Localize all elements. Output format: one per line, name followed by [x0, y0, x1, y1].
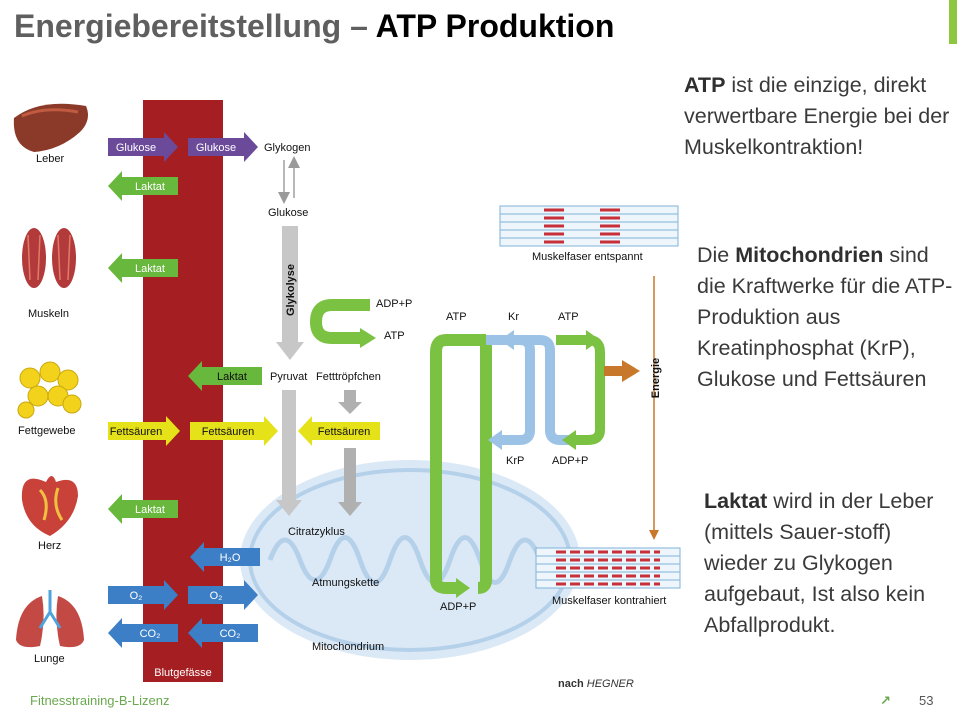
glukose-label: Glukose — [268, 207, 308, 219]
laktat-arrow-pyruvat: Laktat — [188, 361, 262, 391]
blood-vessel-column — [143, 100, 223, 682]
title-dash: – — [341, 8, 376, 44]
glykogen-glukose-arrows — [278, 156, 300, 204]
footer-course-label: Fitnesstraining-B-Lizenz — [30, 693, 170, 708]
heart-label: Herz — [38, 540, 61, 552]
lungs-icon — [16, 590, 84, 648]
kr-krp-loops — [486, 330, 570, 450]
source-credit: nach HEGNER — [558, 678, 634, 690]
kr-label: Kr — [508, 311, 519, 323]
credit-name: HEGNER — [586, 678, 634, 690]
atmungskette-label: Atmungskette — [312, 577, 379, 589]
glykolyse-label: Glykolyse — [285, 264, 297, 316]
blood-vessels-label: Blutgefässe — [154, 667, 211, 679]
p3-rest: wird in der Leber (mittels Sauer-stoff) … — [704, 489, 934, 637]
fett-down-arrow-1 — [338, 390, 362, 414]
p1-bold: ATP — [684, 73, 726, 97]
credit-prefix: nach — [558, 678, 584, 690]
slide-title: Energiebereitstellung – ATP Produktion — [14, 8, 614, 45]
glukose-arrow-right: Glukose — [188, 132, 258, 162]
liver-icon — [13, 103, 89, 152]
title-main: Energiebereitstellung — [14, 8, 342, 44]
svg-text:Fettsäuren: Fettsäuren — [202, 426, 255, 438]
atp-right-loop — [556, 330, 605, 450]
energy-diagram: Blutgefässe Leber Muskeln Fettgewebe Her… — [13, 100, 681, 682]
fettsaeuren-arrow-2: Fettsäuren — [190, 416, 278, 446]
adp-p-top-label: ADP+P — [376, 298, 412, 310]
footer-logo-icon: ↗ — [880, 693, 891, 708]
svg-text:Laktat: Laktat — [135, 504, 165, 516]
paragraph-atp: ATP ist die einzige, direkt verwertbare … — [684, 70, 954, 163]
muscle-contracted-label: Muskelfaser kontrahiert — [552, 595, 666, 607]
laktat-arrow-heart: Laktat — [108, 494, 178, 524]
fat-tissue-label: Fettgewebe — [18, 425, 75, 437]
p3-bold: Laktat — [704, 489, 768, 513]
citratzyklus-label: Citratzyklus — [288, 526, 345, 538]
glukose-arrow-left: Glukose — [108, 132, 178, 162]
fettsaeuren-arrow-3: Fettsäuren — [298, 416, 380, 446]
fettsaeuren-arrow-1: Fettsäuren — [108, 416, 180, 446]
svg-text:Laktat: Laktat — [135, 181, 165, 193]
energy-arrow — [604, 360, 640, 382]
footer-page-number: 53 — [919, 693, 934, 708]
p1-rest: ist die einzige, direkt verwertbare Ener… — [684, 73, 950, 159]
svg-text:Laktat: Laktat — [135, 263, 165, 275]
muscles-icon — [22, 228, 76, 288]
glykogen-label: Glykogen — [264, 142, 310, 154]
fat-tissue-icon — [17, 361, 82, 419]
svg-text:O₂: O₂ — [130, 590, 143, 602]
svg-text:CO₂: CO₂ — [140, 628, 161, 640]
pyruvat-citrat-arrow — [276, 390, 302, 516]
svg-text:Glukose: Glukose — [196, 142, 236, 154]
glykolyse-arrow — [276, 226, 304, 360]
liver-label: Leber — [36, 153, 64, 165]
title-accent: ATP Produktion — [375, 8, 615, 44]
atp-right-label: ATP — [558, 311, 579, 323]
p2-pre: Die — [697, 243, 736, 267]
svg-text:O₂: O₂ — [210, 590, 223, 602]
svg-text:Fettsäuren: Fettsäuren — [318, 426, 371, 438]
h2o-arrow: H₂O — [190, 542, 260, 572]
svg-text:Glukose: Glukose — [116, 142, 156, 154]
atp-mid-label: ATP — [446, 311, 467, 323]
co2-arrow-2: CO₂ — [188, 618, 258, 648]
co2-arrow-1: CO₂ — [108, 618, 178, 648]
energie-label: Energie — [650, 358, 662, 398]
laktat-arrow-muscles: Laktat — [108, 253, 178, 283]
svg-text:H₂O: H₂O — [220, 552, 241, 564]
svg-text:Laktat: Laktat — [217, 371, 247, 383]
pyruvat-label: Pyruvat — [270, 371, 307, 383]
lungs-label: Lunge — [34, 653, 65, 665]
energy-line-head — [649, 530, 659, 540]
muscle-relaxed-label: Muskelfaser entspannt — [532, 251, 643, 263]
fetttroepfchen-label: Fetttröpfchen — [316, 371, 381, 383]
svg-text:Fettsäuren: Fettsäuren — [110, 426, 163, 438]
fett-down-arrow-2 — [338, 448, 362, 516]
svg-text:CO₂: CO₂ — [220, 628, 241, 640]
adp-p-right-label: ADP+P — [552, 455, 588, 467]
mitochondrium-label: Mitochondrium — [312, 641, 384, 653]
muscle-fiber-contracted-icon — [535, 547, 681, 589]
adp-p-bottom-label: ADP+P — [440, 601, 476, 613]
muscles-label: Muskeln — [28, 308, 69, 320]
p2-bold: Mitochondrien — [735, 243, 884, 267]
o2-arrow-2: O₂ — [188, 580, 258, 610]
o2-arrow-1: O₂ — [108, 580, 178, 610]
atp-left-label: ATP — [384, 330, 405, 342]
muscle-fiber-relaxed-icon — [499, 205, 679, 247]
paragraph-laktat: Laktat wird in der Leber (mittels Sauer-… — [704, 486, 954, 641]
laktat-arrow-liver: Laktat — [108, 171, 178, 201]
accent-bar — [949, 0, 957, 44]
krp-label: KrP — [506, 455, 524, 467]
atp-cycle-loop — [430, 334, 492, 598]
paragraph-mitochondrien: Die Mitochondrien sind die Kraftwerke fü… — [697, 240, 957, 395]
adp-atp-u-arrow — [309, 299, 376, 348]
heart-icon — [21, 476, 78, 536]
p2-rest: sind die Kraftwerke für die ATP-Produkti… — [697, 243, 953, 391]
